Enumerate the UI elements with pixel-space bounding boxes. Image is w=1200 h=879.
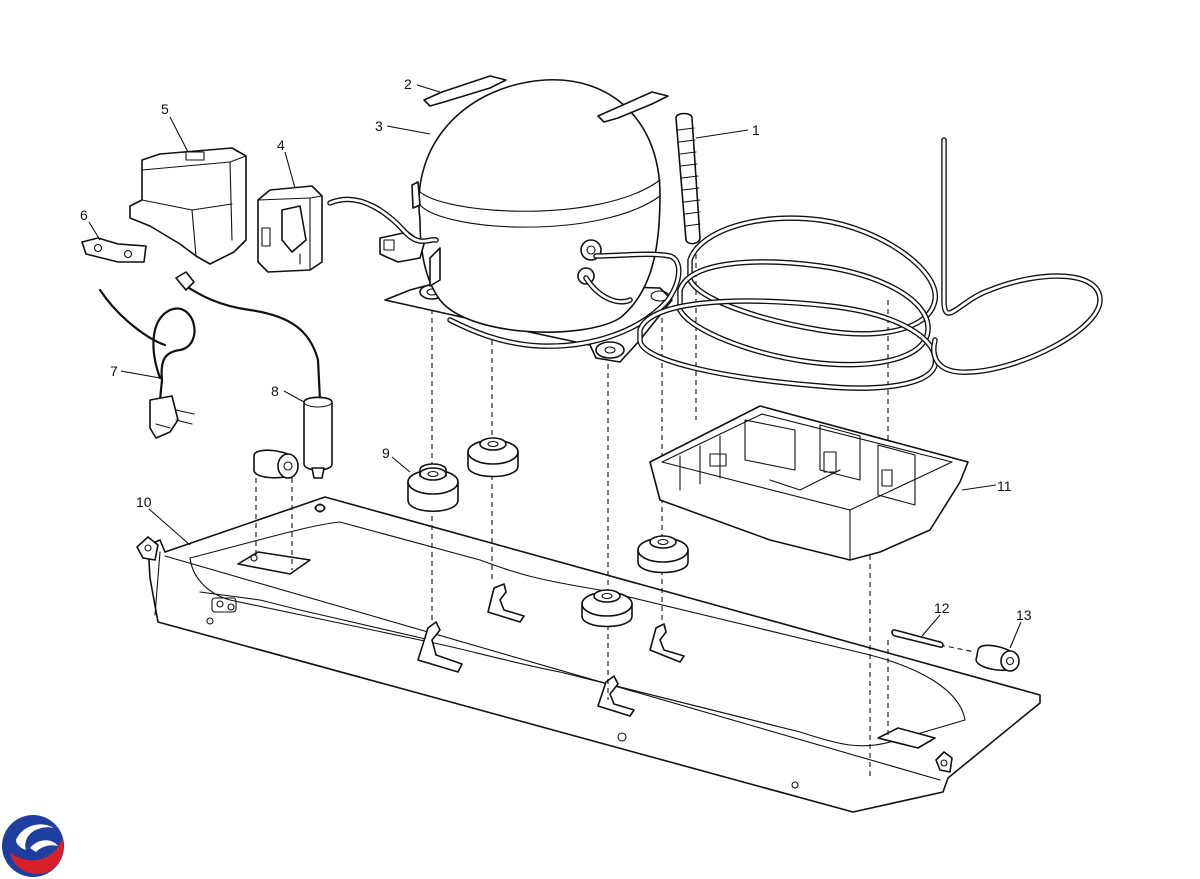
capacitor [175, 271, 333, 512]
clamp [423, 75, 507, 107]
callout-2: 2 [404, 76, 412, 92]
callouts: 1 2 3 4 5 6 7 8 9 10 11 12 13 [80, 76, 1032, 623]
leader-lines [88, 84, 1022, 649]
cable-holder [253, 449, 299, 479]
clip [81, 237, 147, 263]
callout-6: 6 [80, 207, 88, 223]
callout-3: 3 [375, 118, 383, 134]
drain-hose [675, 112, 701, 245]
base-tray [136, 496, 1041, 813]
callout-8: 8 [271, 383, 279, 399]
callout-10: 10 [136, 494, 152, 510]
grommet [467, 437, 519, 478]
grommet [581, 589, 633, 628]
relay-cover [129, 147, 247, 265]
drip-tray [649, 405, 969, 561]
callout-1: 1 [752, 122, 760, 138]
grommet [637, 535, 689, 574]
callout-4: 4 [277, 137, 285, 153]
relay [257, 185, 323, 273]
callout-13: 13 [1016, 607, 1032, 623]
brand-logo-icon [2, 815, 64, 877]
condenser-coil [637, 137, 1103, 391]
clamp [597, 91, 669, 123]
callout-7: 7 [110, 363, 118, 379]
power-cord [98, 288, 196, 439]
pin [891, 629, 944, 648]
callout-12: 12 [934, 600, 950, 616]
grommet-9 [407, 463, 459, 512]
callout-9: 9 [382, 445, 390, 461]
callout-11: 11 [997, 478, 1012, 494]
cable-holder-13 [975, 644, 1020, 672]
callout-5: 5 [161, 101, 169, 117]
